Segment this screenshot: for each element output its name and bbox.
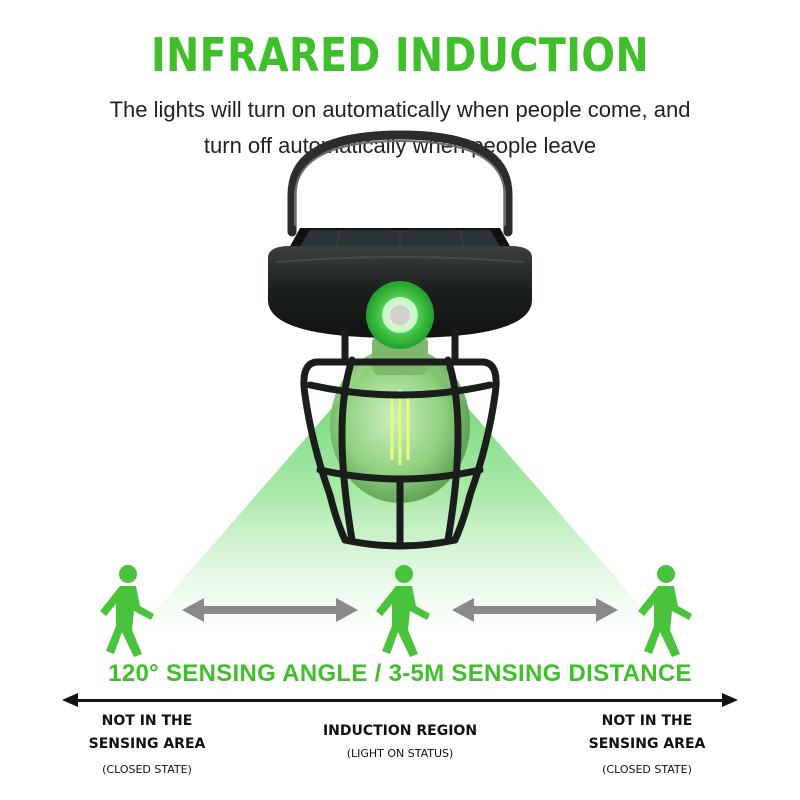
- region-left-status: (CLOSED STATE): [102, 763, 192, 776]
- description: The lights will turn on automatically wh…: [40, 92, 760, 164]
- region-right-status: (CLOSED STATE): [602, 763, 692, 776]
- region-left-line2: SENSING AREA: [88, 736, 206, 752]
- region-right-line1: NOT IN THE: [601, 713, 693, 729]
- double-arrow-icon: [182, 598, 358, 622]
- walking-person-icon: [100, 565, 154, 657]
- region-center: INDUCTION REGION (LIGHT ON STATUS): [290, 720, 510, 760]
- double-arrow-icon: [452, 598, 618, 622]
- horizontal-axis-arrow-icon: [62, 693, 738, 707]
- region-left-line1: NOT IN THE: [101, 713, 193, 729]
- region-right: NOT IN THE SENSING AREA (CLOSED STATE): [562, 710, 732, 776]
- walking-person-icon: [638, 565, 692, 657]
- walking-person-icon: [376, 565, 430, 657]
- region-left: NOT IN THE SENSING AREA (CLOSED STATE): [62, 710, 232, 776]
- description-line-1: The lights will turn on automatically wh…: [109, 97, 691, 122]
- region-center-line1: INDUCTION REGION: [322, 723, 478, 739]
- lantern-image: [268, 228, 532, 550]
- region-center-status: (LIGHT ON STATUS): [346, 747, 454, 760]
- page-title: INFRARED INDUCTION: [150, 28, 650, 82]
- sensing-spec: 120° SENSING ANGLE / 3-5M SENSING DISTAN…: [108, 660, 692, 687]
- region-right-line2: SENSING AREA: [588, 736, 706, 752]
- lantern-handle: [287, 130, 513, 237]
